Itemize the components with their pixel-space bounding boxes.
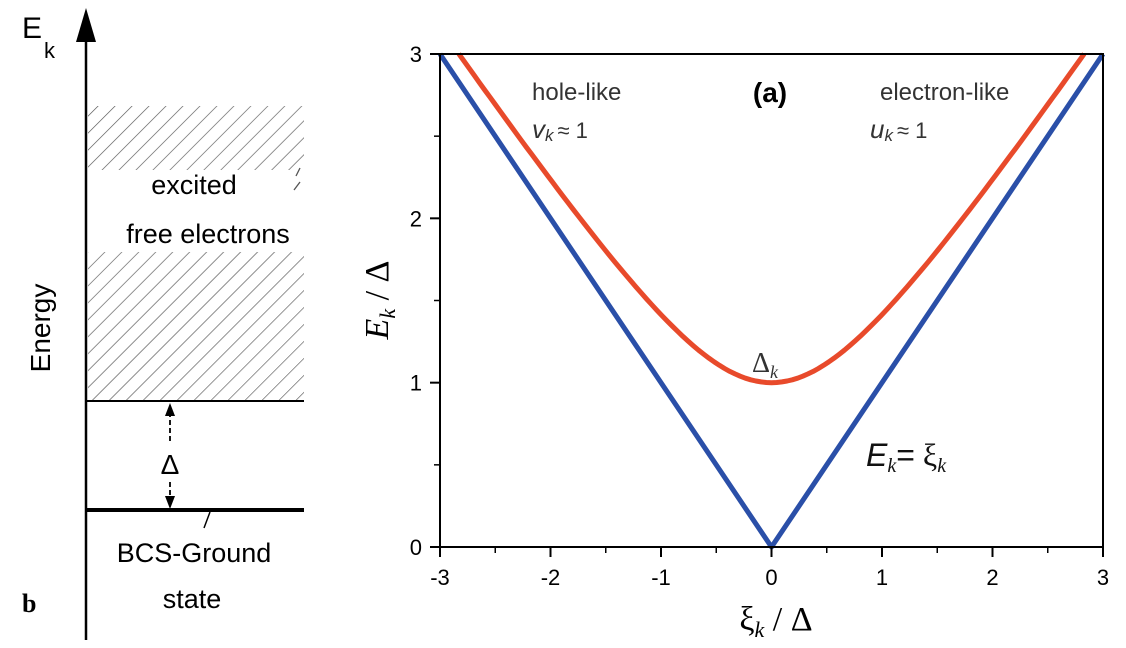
band-label-line1: excited (151, 170, 237, 200)
y-axis-title: Ek / Δ (359, 261, 400, 341)
gap-arrow-head-down (165, 496, 175, 509)
hole-like-label: hole-like (532, 79, 621, 106)
energy-axis-subscript: k (44, 38, 56, 63)
y-axis-ticks: 0 1 2 3 (410, 42, 440, 560)
x-axis-title: ξk / Δ (739, 601, 812, 642)
hole-weight-label: vk≈ 1 (532, 114, 588, 145)
gap-arrow-head-up (165, 403, 175, 416)
dispersion-chart: -3 -2 -1 0 1 2 3 0 1 2 3 Ek / Δ ξk / Δ (a) hole-l… (359, 42, 1109, 642)
x-tick-label: 0 (765, 565, 777, 590)
hatched-band-top (88, 106, 304, 170)
y-tick-label: 0 (410, 535, 422, 560)
electron-like-label: electron-like (880, 79, 1009, 106)
panel-label-a: (a) (753, 77, 787, 108)
y-tick-label: 3 (410, 42, 422, 67)
x-tick-label: -2 (541, 565, 561, 590)
hatch-fragment (293, 181, 301, 191)
band-label-line2: free electrons (126, 219, 290, 249)
x-tick-label: 1 (876, 565, 888, 590)
energy-axis-arrowhead (76, 8, 96, 42)
energy-level-diagram: E k Energy excited free electrons Δ BCS-… (22, 8, 304, 640)
energy-vertical-label: Energy (25, 284, 56, 373)
y-tick-label: 1 (410, 371, 422, 396)
x-axis-ticks: -3 -2 -1 0 1 2 3 (430, 547, 1109, 590)
gap-label: Δ (161, 449, 180, 480)
x-tick-label: 3 (1097, 565, 1109, 590)
x-tick-label: -1 (651, 565, 671, 590)
panel-letter-b: b (22, 589, 36, 618)
linear-dispersion-label: Ek=ξk (866, 437, 947, 477)
ground-label-line1: BCS-Ground (117, 538, 272, 568)
x-tick-label: -3 (430, 565, 450, 590)
hatch-fragment (295, 167, 301, 177)
ground-state-pointer (203, 511, 211, 529)
electron-weight-label: uk≈ 1 (870, 114, 927, 145)
x-tick-label: 2 (986, 565, 998, 590)
energy-axis-symbol: E (22, 12, 42, 45)
hatched-band-bottom (88, 252, 304, 400)
quasiparticle-dispersion-curve (456, 52, 1087, 386)
ground-label-line2: state (163, 584, 222, 614)
gap-minimum-label: Δk (752, 348, 779, 382)
y-tick-label: 2 (410, 206, 422, 231)
